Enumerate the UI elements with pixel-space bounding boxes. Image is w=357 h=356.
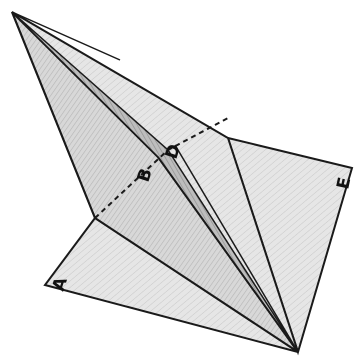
origami-fold-diagram: A B D E — [0, 0, 357, 356]
origami-drawing: A B D E — [0, 0, 357, 356]
